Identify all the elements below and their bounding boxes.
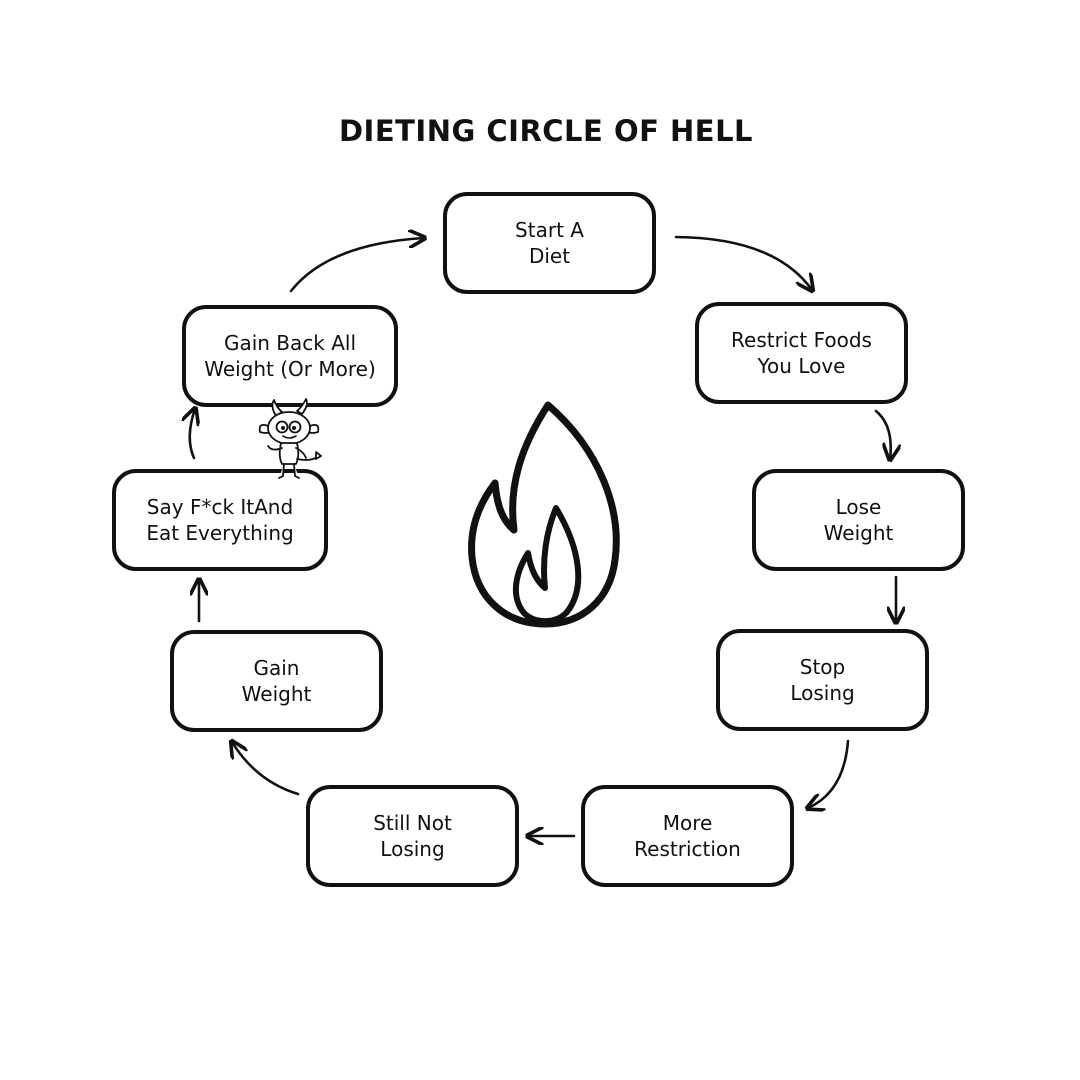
arrow-gainback-to-start — [289, 238, 424, 293]
step-label: Start A Diet — [515, 218, 584, 268]
step-label: Gain Back All Weight (Or More) — [204, 331, 376, 381]
step-label: Still Not Losing — [373, 811, 452, 861]
arrow-still-to-gain — [232, 742, 300, 796]
step-restrict-foods: Restrict Foods You Love — [695, 302, 908, 404]
step-say-f-it: Say F*ck ItAnd Eat Everything — [112, 469, 328, 571]
step-label: More Restriction — [634, 811, 741, 861]
diagram-title: DIETING CIRCLE OF HELL — [338, 114, 754, 148]
arrow-stop-to-more — [808, 739, 850, 808]
step-still-not-losing: Still Not Losing — [306, 785, 519, 887]
step-label: Gain Weight — [241, 656, 312, 706]
step-label: Restrict Foods You Love — [731, 328, 872, 378]
step-label: Say F*ck ItAnd Eat Everything — [146, 495, 294, 545]
step-gain-back-all: Gain Back All Weight (Or More) — [182, 305, 398, 407]
fire-icon — [468, 401, 620, 628]
step-more-restriction: More Restriction — [581, 785, 794, 887]
step-gain-weight: Gain Weight — [170, 630, 383, 732]
step-label: Stop Losing — [790, 655, 855, 705]
arrow-restrict-to-lose — [874, 409, 891, 459]
step-stop-losing: Stop Losing — [716, 629, 929, 731]
step-start-a-diet: Start A Diet — [443, 192, 656, 294]
step-label: Lose Weight — [823, 495, 894, 545]
arrow-say-to-gainback — [190, 409, 195, 460]
step-lose-weight: Lose Weight — [752, 469, 965, 571]
devil-icon — [258, 398, 322, 479]
arrow-start-to-restrict — [674, 235, 812, 290]
